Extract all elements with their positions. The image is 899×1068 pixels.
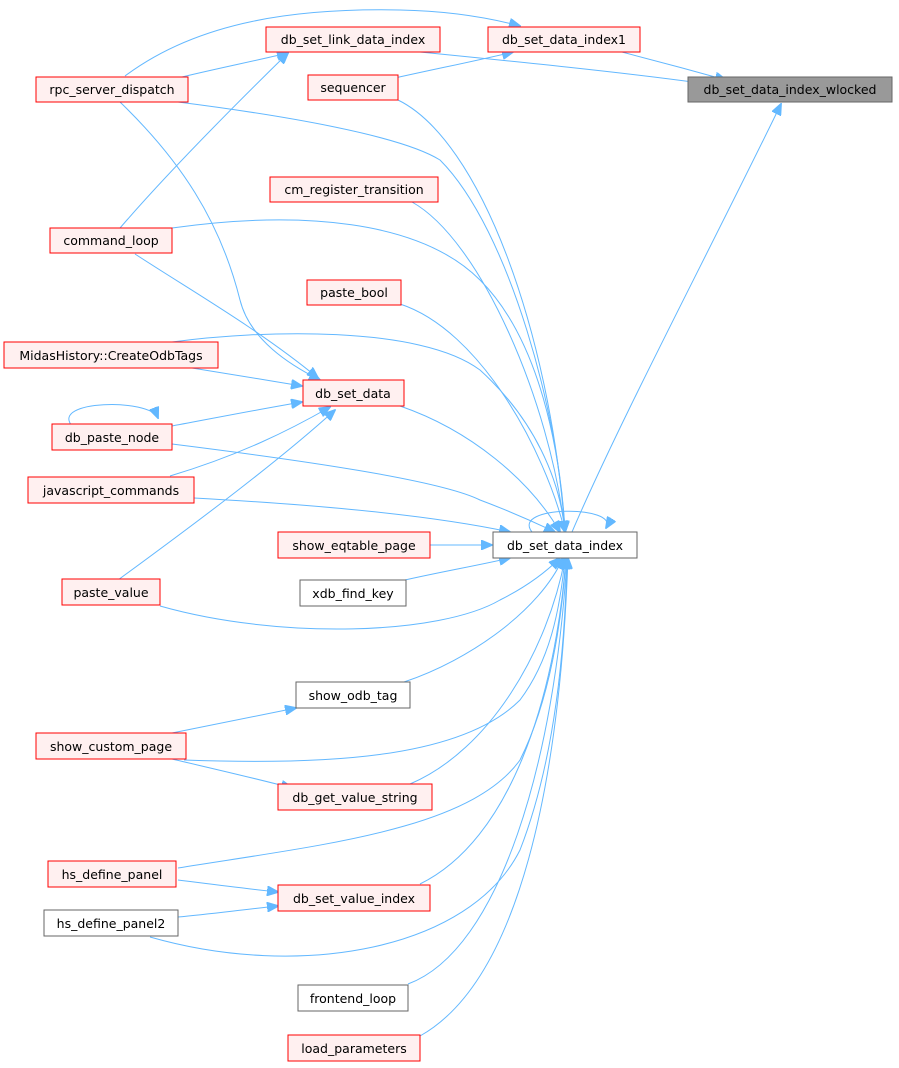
node-show-custom-page[interactable]: show_custom_page bbox=[35, 732, 187, 760]
edge-midashistory-to-db-set-data-index bbox=[171, 333, 565, 532]
node-cm-register-transition[interactable]: cm_register_transition bbox=[269, 176, 439, 203]
node-label: rpc_server_dispatch bbox=[49, 82, 174, 97]
node-label: MidasHistory::CreateOdbTags bbox=[19, 348, 202, 363]
edges bbox=[68, 9, 781, 1037]
edge-hs-define-panel-to-db-set-value-index bbox=[177, 879, 278, 892]
edge-hs-define-panel-to-db-set-data-index bbox=[177, 558, 566, 869]
edge-db-set-data-to-db-set-data-index bbox=[399, 405, 560, 532]
nodes: db_set_data_index_wlocked db_set_link_da… bbox=[3, 26, 893, 1062]
node-label: db_set_data_index bbox=[507, 538, 623, 553]
node-label: load_parameters bbox=[301, 1041, 406, 1056]
node-javascript-commands[interactable]: javascript_commands bbox=[27, 476, 195, 504]
node-label: sequencer bbox=[320, 80, 386, 95]
node-db-set-link-data-index[interactable]: db_set_link_data_index bbox=[265, 26, 441, 53]
edge-frontend-loop-to-db-set-data-index bbox=[407, 558, 567, 985]
node-label: command_loop bbox=[63, 233, 158, 248]
node-label: db_paste_node bbox=[65, 430, 160, 445]
edge-hs-define-panel2-to-db-set-data-index bbox=[149, 558, 567, 957]
node-frontend-loop[interactable]: frontend_loop bbox=[297, 984, 409, 1012]
node-db-get-value-string[interactable]: db_get_value_string bbox=[277, 783, 433, 811]
edge-db-paste-node-self-loop bbox=[68, 404, 158, 427]
node-rpc-server-dispatch[interactable]: rpc_server_dispatch bbox=[35, 76, 189, 103]
edge-command-loop-to-db-set-data bbox=[134, 253, 318, 378]
node-db-set-data-index[interactable]: db_set_data_index bbox=[492, 531, 638, 559]
node-label: db_set_link_data_index bbox=[281, 32, 425, 47]
node-show-odb-tag[interactable]: show_odb_tag bbox=[295, 681, 411, 709]
node-db-set-value-index[interactable]: db_set_value_index bbox=[277, 884, 431, 912]
edge-db-set-data-index-to-wlocked bbox=[571, 104, 781, 533]
edge-command-loop-to-db-set-link-data-index bbox=[119, 53, 288, 229]
node-label: paste_bool bbox=[320, 285, 388, 300]
node-label: cm_register_transition bbox=[284, 182, 423, 197]
node-label: show_eqtable_page bbox=[292, 538, 416, 553]
node-load-parameters[interactable]: load_parameters bbox=[287, 1034, 421, 1062]
node-paste-value[interactable]: paste_value bbox=[61, 578, 161, 606]
edge-db-paste-node-to-db-set-data bbox=[171, 402, 302, 427]
edge-db-paste-node-to-db-set-data-index bbox=[171, 443, 555, 532]
edge-db-set-data-index-self-loop bbox=[528, 510, 607, 533]
node-label: javascript_commands bbox=[42, 483, 179, 498]
edge-paste-value-to-db-set-data bbox=[117, 410, 335, 581]
node-paste-bool[interactable]: paste_bool bbox=[306, 279, 402, 306]
node-label: paste_value bbox=[73, 585, 148, 600]
edge-javascript-commands-to-db-set-data bbox=[169, 407, 330, 477]
edge-cm-register-transition-to-db-set-data-index bbox=[411, 201, 565, 532]
node-label: show_custom_page bbox=[50, 739, 172, 754]
edge-midashistory-to-db-set-data bbox=[191, 367, 302, 386]
node-xdb-find-key[interactable]: xdb_find_key bbox=[299, 579, 407, 607]
node-db-set-data[interactable]: db_set_data bbox=[302, 379, 405, 407]
node-label: show_odb_tag bbox=[309, 688, 398, 703]
edge-sequencer-to-db-set-data-index1 bbox=[394, 52, 513, 79]
node-sequencer[interactable]: sequencer bbox=[307, 74, 399, 101]
edge-sequencer-to-db-set-data-index bbox=[397, 99, 565, 532]
edge-paste-bool-to-db-set-data-index bbox=[399, 303, 565, 532]
node-db-set-data-index-wlocked[interactable]: db_set_data_index_wlocked bbox=[687, 76, 893, 103]
edge-rpc-server-dispatch-to-db-set-link-data-index bbox=[177, 53, 288, 79]
node-label: db_set_data_index1 bbox=[502, 32, 626, 47]
node-label: db_set_data_index_wlocked bbox=[704, 82, 877, 97]
edge-db-set-value-index-to-db-set-data-index bbox=[419, 558, 566, 885]
node-label: hs_define_panel bbox=[62, 867, 163, 882]
edge-rpc-server-dispatch-to-db-set-data bbox=[119, 101, 320, 380]
node-hs-define-panel2[interactable]: hs_define_panel2 bbox=[43, 909, 179, 937]
node-label: xdb_find_key bbox=[312, 586, 394, 601]
node-label: frontend_loop bbox=[310, 991, 396, 1006]
edge-db-set-data-index1-to-wlocked bbox=[621, 51, 726, 80]
edge-paste-value-to-db-set-data-index bbox=[159, 558, 560, 630]
node-label: hs_define_panel2 bbox=[57, 916, 166, 931]
edge-show-custom-page-to-db-get-value-string bbox=[171, 758, 292, 788]
edge-xdb-find-key-to-db-set-data-index bbox=[404, 558, 510, 581]
node-midashistory-createodbtags[interactable]: MidasHistory::CreateOdbTags bbox=[3, 341, 219, 369]
node-command-loop[interactable]: command_loop bbox=[49, 227, 173, 254]
node-hs-define-panel[interactable]: hs_define_panel bbox=[47, 860, 177, 888]
edge-hs-define-panel2-to-db-set-value-index bbox=[177, 906, 278, 918]
node-label: db_set_data bbox=[315, 386, 391, 401]
edge-show-custom-page-to-show-odb-tag bbox=[171, 708, 296, 734]
edge-rpc-server-dispatch-to-db-set-data-index1 bbox=[124, 9, 520, 77]
edge-show-odb-tag-to-db-set-data-index bbox=[403, 558, 563, 683]
node-label: db_set_value_index bbox=[293, 891, 415, 906]
node-db-paste-node[interactable]: db_paste_node bbox=[51, 423, 173, 451]
edge-db-get-value-string-to-db-set-data-index bbox=[409, 558, 565, 785]
node-label: db_get_value_string bbox=[292, 790, 417, 805]
node-show-eqtable-page[interactable]: show_eqtable_page bbox=[277, 531, 431, 559]
node-db-set-data-index1[interactable]: db_set_data_index1 bbox=[487, 26, 641, 53]
edge-show-custom-page-to-db-set-data-index bbox=[183, 558, 565, 762]
edge-rpc-server-dispatch-to-db-set-data-index bbox=[177, 101, 565, 532]
edge-javascript-commands-to-db-set-data-index bbox=[193, 497, 510, 532]
edge-command-loop-to-db-set-data-index bbox=[171, 219, 565, 532]
edge-load-parameters-to-db-set-data-index bbox=[419, 558, 568, 1037]
edge-db-set-link-data-index-to-wlocked bbox=[419, 51, 700, 83]
